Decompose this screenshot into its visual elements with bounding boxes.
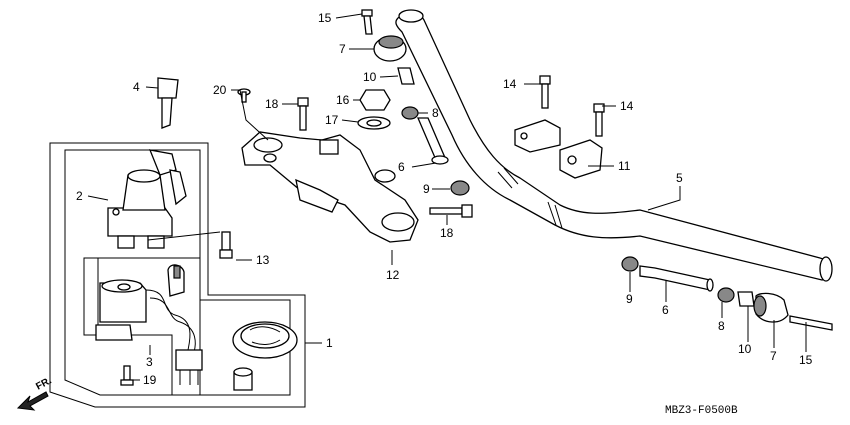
steering-stem-nut <box>359 89 391 111</box>
callout-4: 4 <box>133 80 140 94</box>
weight-core-part-6-top <box>417 117 449 165</box>
callout-14-right: 14 <box>620 99 634 113</box>
bolt-part-15-top <box>361 9 373 35</box>
screw-part-19 <box>120 365 134 386</box>
bar-end-assembly-right <box>621 256 833 331</box>
upper-fork-bridge <box>241 131 419 243</box>
callout-13: 13 <box>256 253 270 267</box>
bar-end-weight-top <box>373 35 407 62</box>
leader-lines <box>87 13 807 381</box>
front-arrow-icon <box>16 391 49 411</box>
washer <box>357 116 391 130</box>
callout-7-bottom: 7 <box>770 349 777 363</box>
callout-3: 3 <box>146 355 153 369</box>
callout-5: 5 <box>676 171 683 185</box>
bolt-part-14-right <box>593 103 605 137</box>
bolt-part-14-left <box>539 75 551 109</box>
callout-17: 17 <box>325 113 339 127</box>
callout-6-bottom: 6 <box>662 303 669 317</box>
callouts: 15 7 4 20 18 16 10 17 8 6 9 18 14 14 11 … <box>76 11 813 387</box>
seat-lock-cap <box>232 321 298 391</box>
callout-7-top: 7 <box>339 42 346 56</box>
front-direction-label: FR. <box>34 375 54 392</box>
callout-8-top: 8 <box>432 106 439 120</box>
callout-19: 19 <box>143 373 157 387</box>
callout-6-top: 6 <box>398 160 405 174</box>
callout-10-top: 10 <box>363 70 377 84</box>
ignition-switch-assembly <box>107 149 187 249</box>
damper-part-8-top <box>401 106 419 120</box>
callout-18-bottom: 18 <box>440 226 454 240</box>
bolt-part-18-upper <box>297 97 309 131</box>
callout-2: 2 <box>76 189 83 203</box>
nut-part-9-top <box>450 180 470 196</box>
callout-9-top: 9 <box>423 182 430 196</box>
collar-part-10-top <box>397 67 415 85</box>
callout-20: 20 <box>213 83 227 97</box>
callout-16: 16 <box>336 93 350 107</box>
callout-1: 1 <box>326 336 333 350</box>
diagram-code: MBZ3-F0500B <box>665 405 738 417</box>
callout-18-top: 18 <box>265 97 279 111</box>
callout-15-top: 15 <box>318 11 332 25</box>
callout-11: 11 <box>618 159 631 173</box>
bolt-part-18-lower <box>429 204 473 218</box>
callout-12: 12 <box>386 268 400 282</box>
callout-10-bottom: 10 <box>738 342 752 356</box>
handlebar <box>395 9 833 282</box>
key <box>157 77 179 129</box>
front-direction-indicator: FR. <box>16 375 54 411</box>
callout-15-bottom: 15 <box>799 353 813 367</box>
callout-8-bottom: 8 <box>718 319 725 333</box>
callout-9-bottom: 9 <box>626 292 633 306</box>
lock-cylinder-assembly <box>95 264 203 385</box>
handlebar-upper-holder <box>514 119 603 179</box>
bolt-part-13 <box>219 231 233 259</box>
callout-14-left: 14 <box>503 77 517 91</box>
